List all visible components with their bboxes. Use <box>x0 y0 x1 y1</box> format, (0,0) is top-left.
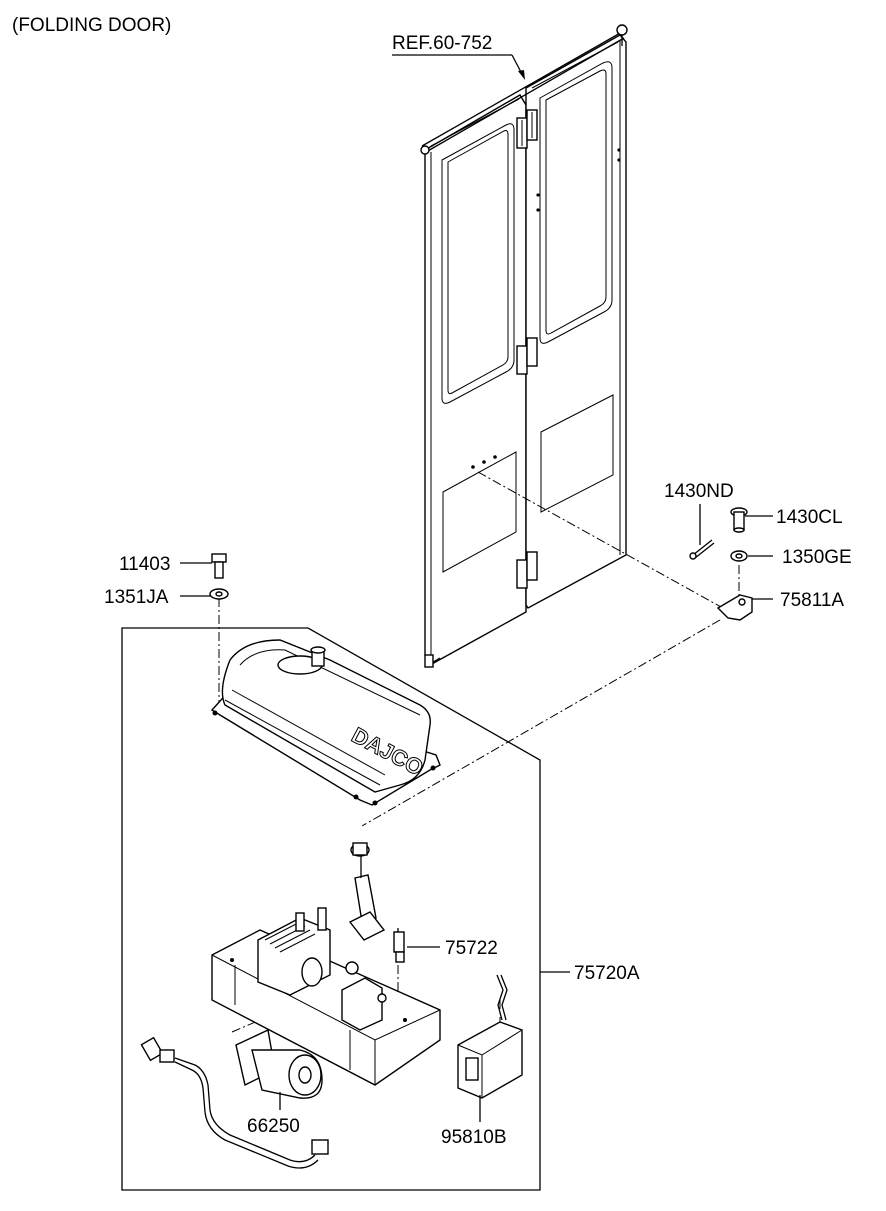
label-1430ND: 1430ND <box>664 481 734 502</box>
split-pin-1430ND <box>689 539 715 560</box>
reference-leader <box>392 54 525 80</box>
bracket-75811A <box>716 594 753 621</box>
label-66250: 66250 <box>247 1116 300 1137</box>
bolt-11403 <box>211 553 227 579</box>
actuator-cylinder <box>257 907 331 996</box>
door-hinges <box>516 109 538 589</box>
diagram-title: (FOLDING DOOR) <box>12 15 171 36</box>
assembly-frame <box>121 627 541 1191</box>
door-top-rail <box>420 24 628 155</box>
label-1430CL: 1430CL <box>776 507 843 528</box>
label-75722: 75722 <box>445 938 498 959</box>
reference-label: REF.60-752 <box>392 33 492 54</box>
label-75811A: 75811A <box>780 590 844 611</box>
washer-1351JA <box>209 588 229 600</box>
wire-harness <box>140 1036 329 1169</box>
label-11403: 11403 <box>119 554 170 575</box>
label-75720A: 75720A <box>574 963 640 984</box>
door-right-panel <box>525 34 627 609</box>
label-95810B: 95810B <box>441 1127 507 1148</box>
pin-1430CL <box>730 507 748 533</box>
door-left-panel <box>424 94 527 666</box>
engine-cover: DAJCO <box>210 639 441 806</box>
controller-95810B <box>457 974 523 1099</box>
actuator-valve <box>341 961 387 1031</box>
washer-1350GE <box>730 550 748 562</box>
motor-66250 <box>235 1028 323 1099</box>
label-1350GE: 1350GE <box>782 547 852 568</box>
door-bottom-rail <box>424 654 441 668</box>
linkage-arm <box>348 842 386 941</box>
leader-lines <box>180 504 773 1122</box>
switch-75722 <box>393 928 405 963</box>
label-1351JA: 1351JA <box>104 587 169 608</box>
